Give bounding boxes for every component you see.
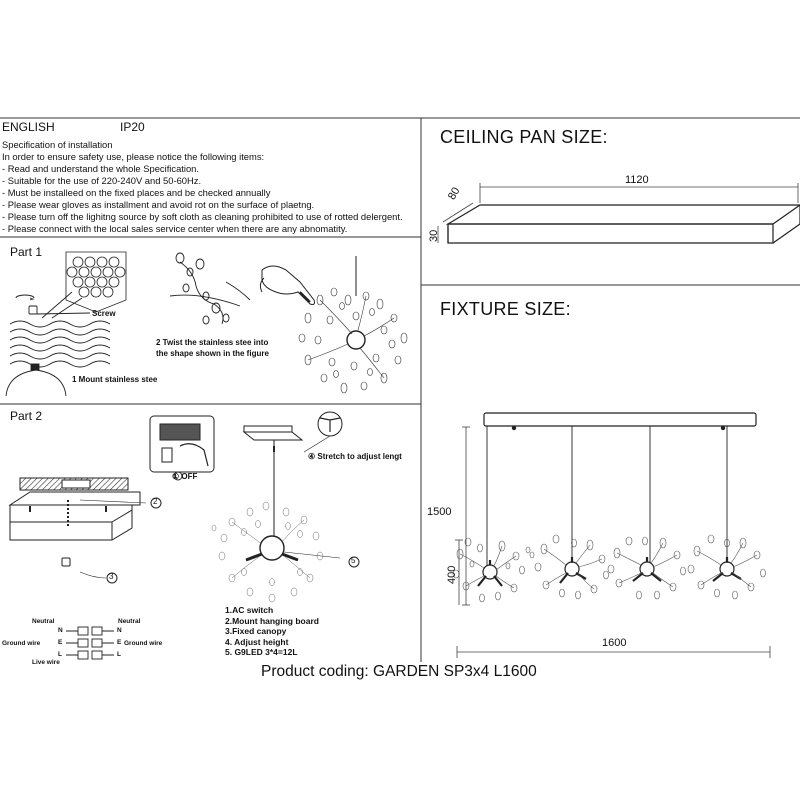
specification-item: - Please turn off the lighitng source by… [2, 211, 403, 222]
product-coding: Product coding: GARDEN SP3x4 L1600 [261, 663, 537, 680]
specification-block: Specification of installation In order t… [2, 139, 422, 235]
ceiling-pan-drawing [445, 204, 800, 244]
wiring-e-left: E [58, 639, 63, 646]
fixture-clusters [452, 534, 766, 603]
specification-item: - Read and understand the whole Specific… [2, 163, 200, 174]
stretch-label: ④ Stretch to adjust lengt [308, 452, 402, 461]
wiring-neutral-left: Neutral [32, 618, 55, 625]
part2-legend: 1.AC switch 2.Mount hanging board 3.Fixe… [225, 605, 319, 658]
fixture-cluster-height: 400 [446, 565, 458, 584]
callout-5: 5 [351, 556, 356, 565]
part1-cluster-drawing [298, 256, 408, 394]
ip-rating: IP20 [120, 120, 145, 134]
part1-step1-label: 1 Mount stainless stee [72, 375, 158, 384]
part1-hand-drawing [259, 265, 315, 305]
fixture-length: 1600 [602, 637, 627, 649]
wiring-ground-left: Ground wire [2, 640, 41, 647]
callout-3: 3 [109, 572, 114, 581]
part2-switch-drawing [149, 415, 215, 481]
ceiling-pan-length: 1120 [625, 174, 649, 186]
part2-pendant-cluster [211, 501, 324, 603]
part1-step2-label-line1: 2 Twist the stainless stee into [156, 338, 269, 347]
screw-label: Screw [92, 309, 116, 318]
ceiling-pan-title: CEILING PAN SIZE: [440, 127, 608, 147]
fixture-dimensions [455, 426, 771, 658]
fixture-title: FIXTURE SIZE: [440, 299, 571, 319]
wiring-n-left: N [58, 627, 63, 634]
fixture-drawing [483, 412, 757, 566]
ceiling-pan-dimensions [437, 183, 799, 243]
legend-item: 5. G9LED 3*4=12L [225, 647, 298, 657]
part1-mesh-inset [65, 251, 127, 313]
specification-title: Specification of installation [2, 139, 113, 150]
specification-intro: In order to ensure safety use, please no… [2, 151, 265, 162]
wiring-live: Live wire [32, 659, 60, 666]
part1-step2-label-line2: the shape shown in the figure [156, 349, 269, 358]
specification-item: - Please connect with the local sales se… [2, 223, 348, 234]
fixture-total-height: 1500 [427, 506, 452, 518]
part2-wiring-drawing [66, 626, 114, 660]
language-label: ENGLISH [2, 120, 55, 134]
legend-item: 2.Mount hanging board [225, 615, 319, 626]
legend-item: 4. Adjust height [225, 636, 289, 647]
specification-item: - Suitable for the use of 220-240V and 5… [2, 175, 202, 186]
wiring-ground-right: Ground wire [124, 640, 163, 647]
part2-board-drawing [8, 477, 162, 584]
part2-title: Part 2 [10, 409, 43, 423]
part2-pendant-drawing [242, 411, 360, 568]
specification-item: - Please wear gloves as installment and … [2, 199, 315, 210]
wiring-n-right: N [117, 627, 122, 634]
specification-item: - Must be installeed on the fixed places… [2, 187, 271, 198]
wiring-l-right: L [117, 651, 121, 658]
switch-off-label: ① OFF [172, 472, 198, 481]
wiring-neutral-right: Neutral [118, 618, 141, 625]
wiring-e-right: E [117, 639, 122, 646]
ceiling-pan-height: 30 [428, 229, 440, 242]
legend-item: 1.AC switch [225, 605, 274, 615]
part1-mesh-drawing [5, 291, 111, 397]
callout-2: 2 [153, 497, 158, 506]
part1-title: Part 1 [10, 245, 43, 259]
legend-item: 3.Fixed canopy [225, 626, 287, 636]
wiring-l-left: L [58, 651, 62, 658]
part1-twist-drawing [169, 252, 251, 325]
